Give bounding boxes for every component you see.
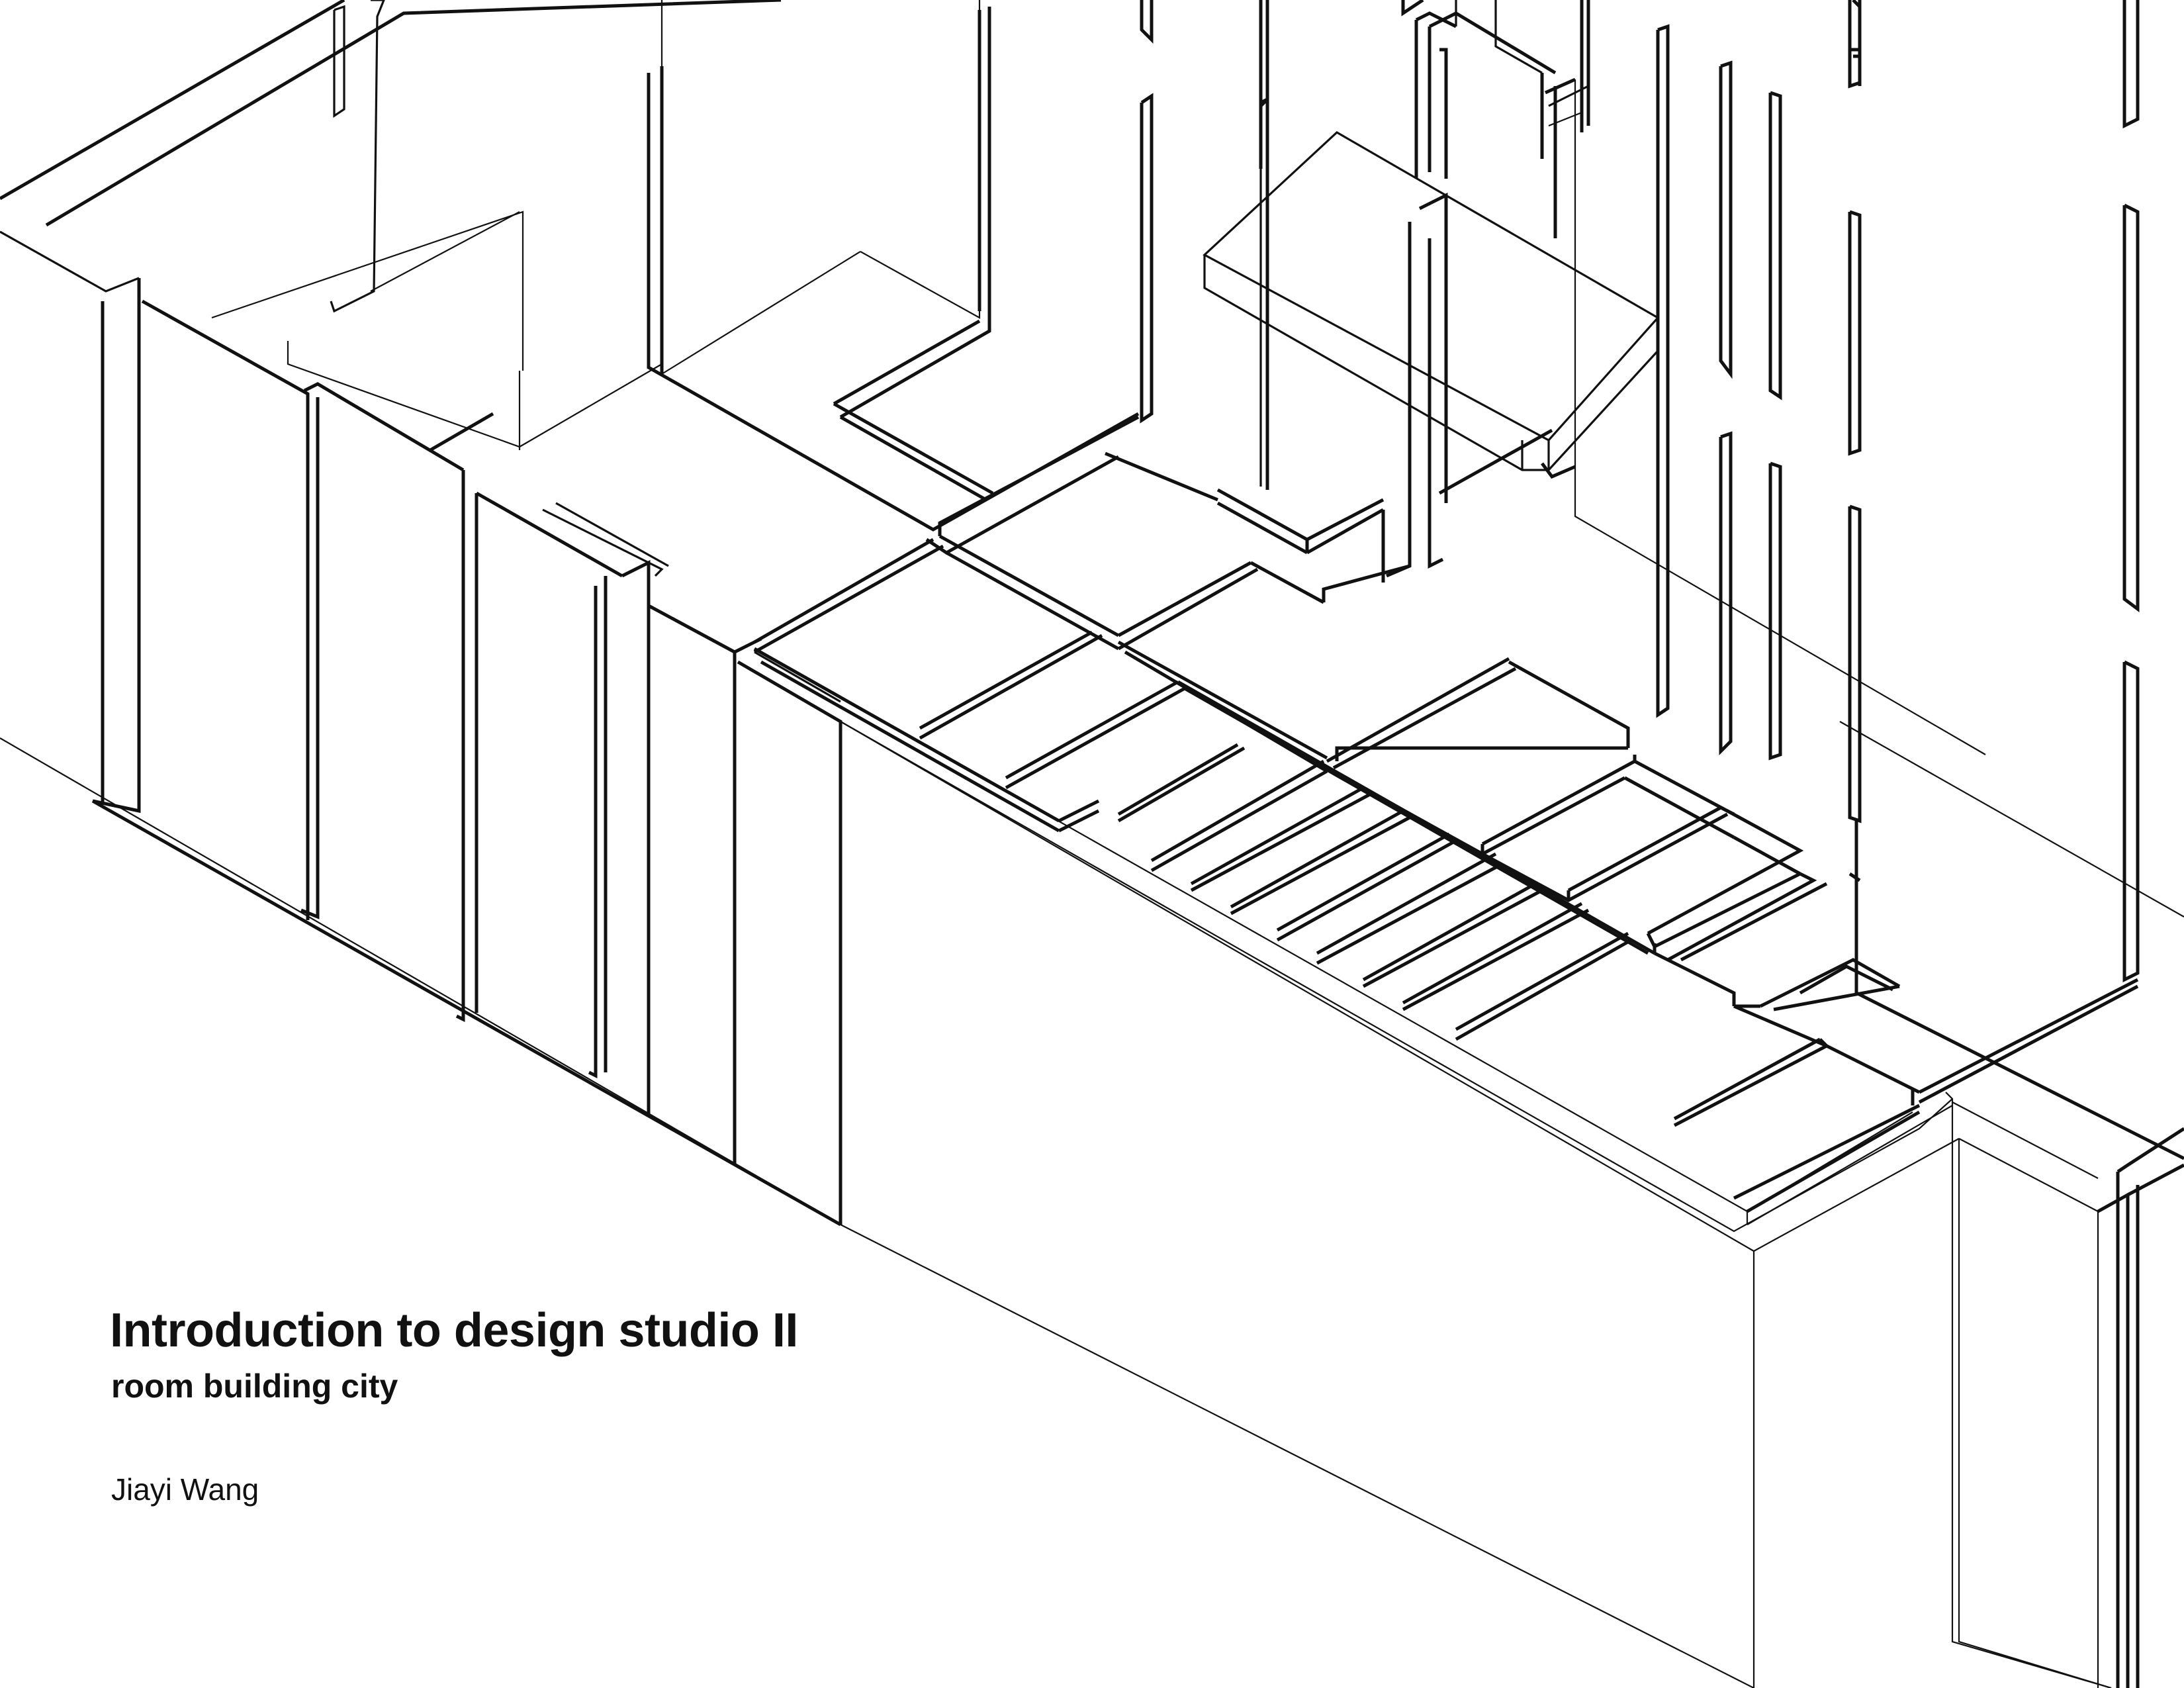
left-wall-block (0, 0, 842, 1227)
right-columns (1386, 0, 2184, 1160)
drawing-title: Introduction to design studio II (110, 1304, 798, 1357)
floor-walkway (753, 278, 2184, 1688)
central-hall (647, 0, 1269, 532)
drawing-subtitle: room building city (111, 1368, 398, 1405)
front-facade (840, 721, 2184, 1688)
title-block: Introduction to design studio II room bu… (110, 1303, 970, 1508)
author-name: Jiayi Wang (111, 1472, 259, 1507)
